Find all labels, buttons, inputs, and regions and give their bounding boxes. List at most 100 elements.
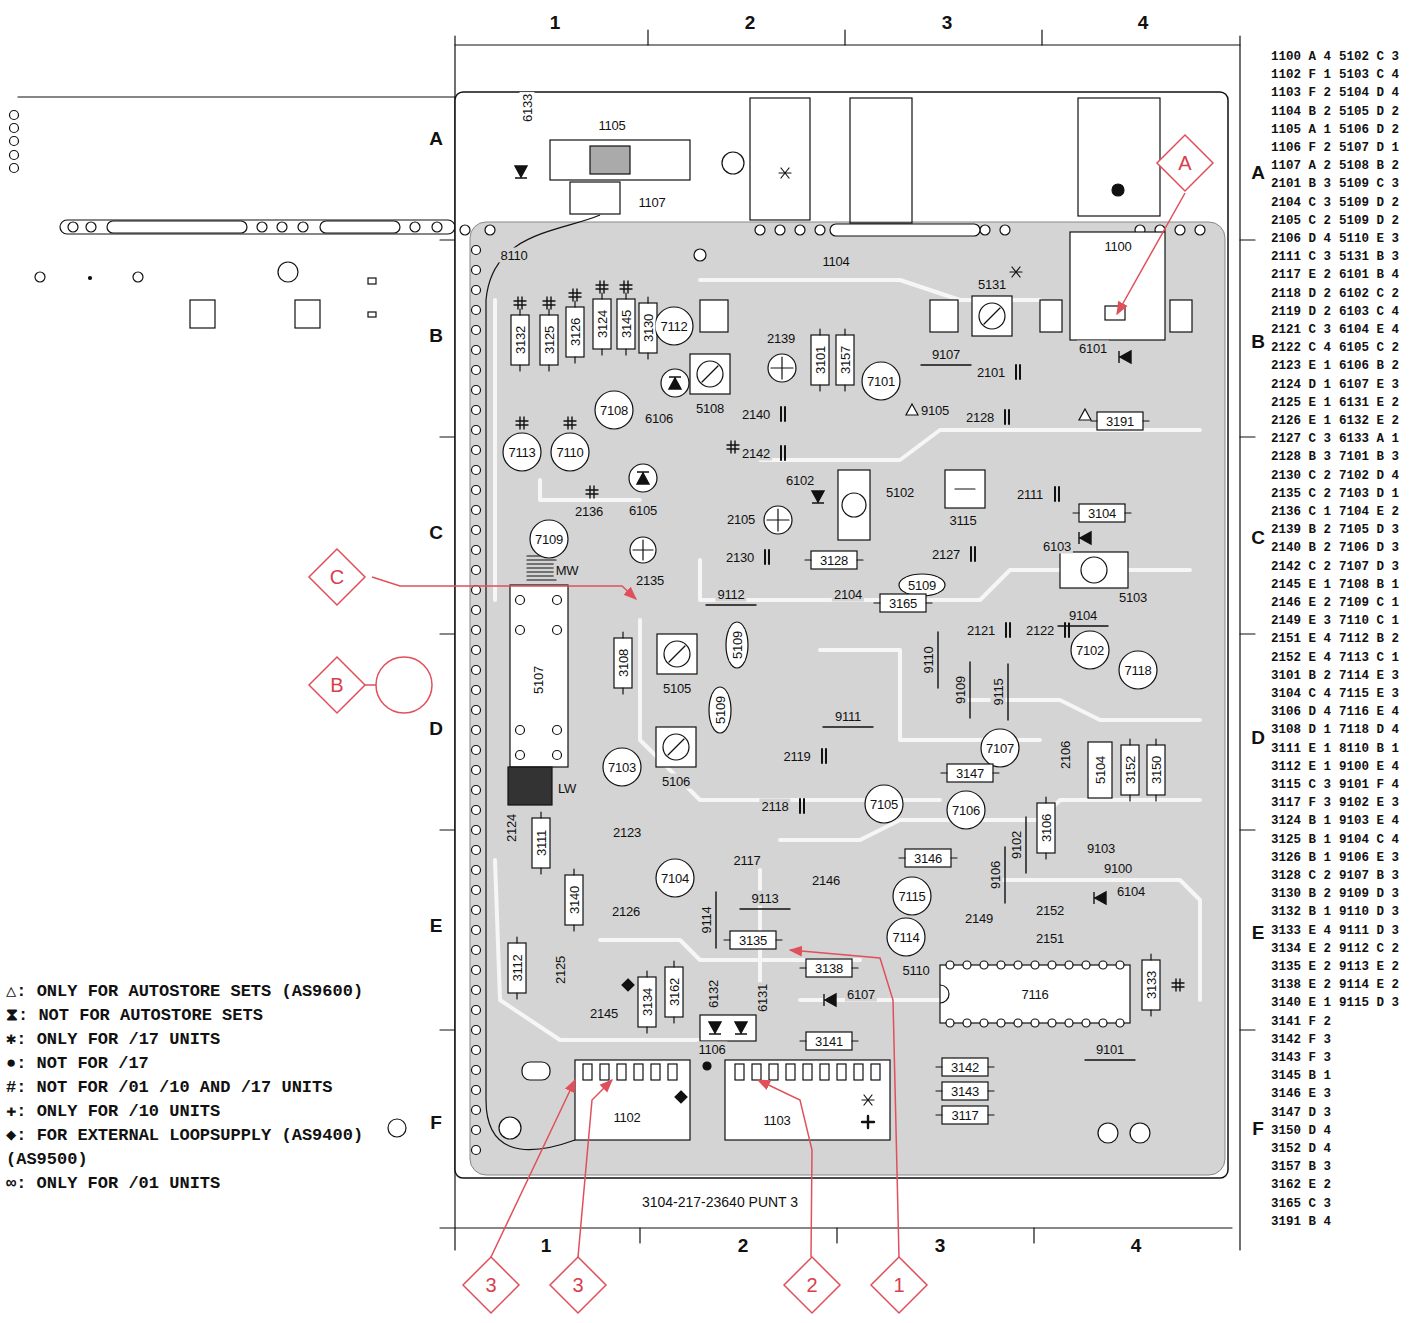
hash-mark (516, 420, 528, 421)
edge-pin (472, 586, 481, 595)
diamond-shape (784, 1257, 840, 1313)
table-cell: 3101 B 2 (1271, 670, 1331, 683)
part-number: 3128 (818, 553, 850, 568)
hole (298, 222, 308, 232)
dot-mark (703, 1062, 711, 1070)
edge-pin (472, 946, 481, 955)
grid-tick (639, 1228, 640, 1243)
pad (700, 300, 728, 332)
callout-text-holder: C (308, 548, 366, 606)
edge-pin (472, 626, 481, 635)
capacitor-symbol (970, 547, 972, 561)
table-cell: 8110 B 1 (1339, 742, 1399, 755)
capacitor-symbol (1005, 623, 1007, 637)
capacitor-symbol (1009, 623, 1011, 637)
hash-mark (727, 448, 739, 449)
ic-pin (1048, 961, 1056, 969)
part-number: 3132 (513, 324, 528, 356)
copper-trace (780, 800, 1200, 840)
hash-mark (569, 292, 581, 293)
transistor-outline (655, 307, 693, 345)
part-number: 5104 (1093, 754, 1108, 786)
ceramic-filter (709, 687, 731, 733)
pad (930, 300, 958, 332)
grid-tick (1041, 30, 1042, 45)
resistor-symbol (1097, 412, 1143, 430)
table-cell: 2106 D 4 (1271, 233, 1331, 246)
table-cell: 7112 B 2 (1339, 633, 1399, 646)
part-number: 2139 (765, 331, 797, 346)
part-number: 3135 (737, 933, 769, 948)
part-number: 2106 (1058, 739, 1073, 771)
connector-pin (786, 1064, 795, 1080)
part-number: 9113 (749, 891, 780, 906)
part-number: 2125 (553, 954, 568, 986)
callout-diamond: 3 (462, 1256, 520, 1314)
copper-trace (495, 860, 700, 1040)
table-cell: 6106 B 2 (1339, 360, 1399, 373)
table-cell: 2126 E 1 (1271, 415, 1331, 428)
edge-pin (472, 426, 481, 435)
grid-tick (836, 1228, 837, 1243)
part-number: 2136 (573, 504, 605, 519)
table-cell: 3104 C 4 (1271, 688, 1331, 701)
capacitor-symbol (1008, 410, 1010, 424)
part-number: 6102 (784, 473, 816, 488)
part-number: 7106 (950, 803, 982, 818)
resistor-lead (1125, 512, 1131, 513)
part-number: 3117 (949, 1108, 980, 1123)
table-cell: 9107 B 3 (1339, 870, 1399, 883)
hash-mark (572, 289, 573, 301)
grid-reference: C (1251, 528, 1265, 547)
ic-pin (1014, 1019, 1022, 1027)
part-number: 3150 (1149, 754, 1164, 786)
callout-letter: A (1178, 153, 1191, 173)
resistor-symbol (508, 943, 526, 993)
edge-pin (472, 746, 481, 755)
coil-winding (527, 563, 556, 564)
table-cell: 6132 E 2 (1339, 415, 1399, 428)
callout-letter: 1 (893, 1275, 904, 1295)
hole (1000, 225, 1010, 235)
diamond-shape (463, 1257, 519, 1313)
table-cell: 2121 C 3 (1271, 324, 1331, 337)
hash-mark (521, 297, 522, 309)
star-mark (781, 168, 789, 178)
resistor-symbol (511, 315, 529, 365)
coil-core (697, 361, 723, 387)
diode-symbol (1094, 892, 1106, 904)
table-cell: 1104 B 2 (1271, 105, 1331, 118)
hole (133, 272, 143, 282)
callout-text-holder: B (308, 656, 366, 714)
table-cell: 3126 B 1 (1271, 852, 1331, 865)
edge-pin (472, 786, 481, 795)
callout-diamond: 3 (549, 1256, 607, 1314)
diode-symbol (824, 994, 836, 1006)
part-number: 1106 (696, 1042, 727, 1057)
part-number: 8110 (498, 248, 529, 263)
table-cell: 6101 B 4 (1339, 269, 1399, 282)
edge-pin (472, 906, 481, 915)
callout-key: B (308, 656, 432, 714)
hash-mark (1172, 982, 1184, 983)
table-cell: 3138 E 2 (1271, 979, 1331, 992)
strip (60, 220, 455, 234)
hash-mark (620, 284, 632, 285)
part-number: 5109 (713, 694, 728, 726)
part-number: 3146 (912, 851, 944, 866)
ic-pin (963, 1019, 971, 1027)
part-number: 9115 (991, 676, 1006, 707)
pin (516, 751, 525, 760)
part-number: 3138 (813, 961, 845, 976)
capacitor-symbol (784, 407, 786, 421)
hash-mark (623, 281, 624, 293)
connector-body (570, 182, 620, 214)
table-cell: 5109 C 3 (1339, 178, 1399, 191)
callout-diamond: 1 (870, 1256, 928, 1314)
wire-jumper (937, 632, 938, 688)
table-cell: 3146 E 3 (1271, 1088, 1331, 1101)
edge-pin (472, 326, 481, 335)
table-cell: 2117 E 2 (1271, 269, 1331, 282)
table-cell: 5131 B 3 (1339, 251, 1399, 264)
table-cell: 2146 E 2 (1271, 597, 1331, 610)
